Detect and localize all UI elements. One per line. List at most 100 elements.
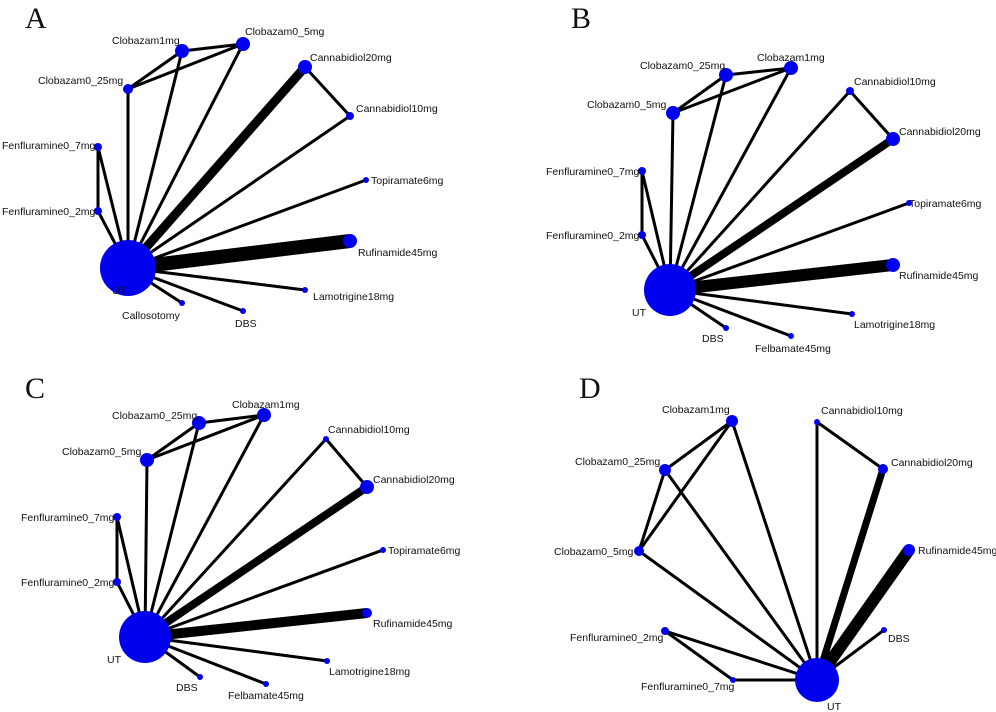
- edge-ut-rufinamide45mg: [812, 546, 914, 684]
- nodes: UTDBSFelbamate45mgLamotrigine18mgRufinam…: [21, 399, 461, 702]
- edge-ut-topiramate6mg: [669, 201, 910, 292]
- node-label-lamotrigine18mg: Lamotrigine18mg: [313, 291, 394, 303]
- node-label-clobazam0-5mg: Clobazam0_5mg: [245, 26, 325, 38]
- edge-clobazam0-25mg-clobazam0-5mg: [637, 469, 667, 552]
- node-fenfluramine0-2mg: [113, 578, 121, 586]
- edge-ut-cannabidiol20mg: [813, 467, 887, 682]
- node-label-cannabidiol20mg: Cannabidiol20mg: [899, 126, 981, 138]
- panel-letter: C: [25, 372, 45, 405]
- edge-ut-clobazam1mg: [143, 414, 266, 638]
- node-label-lamotrigine18mg: Lamotrigine18mg: [329, 666, 410, 678]
- edge-ut-cannabidiol20mg: [142, 483, 370, 641]
- panel-b: BUTDBSFelbamate45mgLamotrigine18mgRufina…: [546, 2, 982, 355]
- edge-ut-topiramate6mg: [127, 178, 367, 270]
- node-fenfluramine0-7mg: [730, 677, 736, 683]
- node-label-ut: UT: [112, 285, 127, 297]
- edge-clobazam0-25mg-clobazam1mg: [127, 49, 183, 91]
- panel-letter: A: [25, 2, 47, 35]
- nodes: UTFenfluramine0_7mgFenfluramine0_2mgClob…: [554, 404, 996, 712]
- edge-cannabidiol10mg-cannabidiol20mg: [816, 420, 884, 471]
- node-clobazam0-5mg: [140, 453, 154, 467]
- edge-fenfluramine0-2mg-fenfluramine0-7mg: [664, 629, 734, 682]
- edge-ut-clobazam0-5mg: [638, 549, 818, 682]
- edge-clobazam0-25mg-clobazam0-5mg: [127, 42, 244, 91]
- edge-clobazam1mg-clobazam0-5mg: [637, 420, 734, 552]
- nodes: UTDBSFelbamate45mgLamotrigine18mgRufinam…: [546, 52, 982, 355]
- node-label-clobazam0-25mg: Clobazam0_25mg: [112, 410, 197, 422]
- edge-clobazam0-25mg-clobazam1mg: [198, 413, 265, 425]
- node-clobazam0-25mg: [123, 84, 133, 94]
- node-label-dbs: DBS: [702, 333, 724, 345]
- node-fenfluramine0-7mg: [638, 167, 646, 175]
- node-label-clobazam0-5mg: Clobazam0_5mg: [554, 546, 634, 558]
- node-label-lamotrigine18mg: Lamotrigine18mg: [854, 319, 935, 331]
- node-label-cannabidiol10mg: Cannabidiol10mg: [328, 424, 410, 436]
- node-cannabidiol10mg: [323, 436, 329, 442]
- node-label-dbs: DBS: [888, 633, 910, 645]
- edge-ut-cannabidiol20mg: [667, 135, 896, 294]
- node-label-clobazam0-5mg: Clobazam0_5mg: [62, 446, 142, 458]
- node-label-cannabidiol10mg: Cannabidiol10mg: [356, 103, 438, 115]
- node-clobazam0-5mg: [236, 37, 250, 51]
- node-fenfluramine0-7mg: [94, 143, 102, 151]
- node-clobazam0-25mg: [192, 416, 206, 430]
- edges: [640, 66, 910, 338]
- node-label-ut: UT: [632, 307, 647, 319]
- node-label-clobazam0-5mg: Clobazam0_5mg: [587, 99, 667, 111]
- node-dbs: [197, 674, 203, 680]
- node-rufinamide45mg: [362, 608, 372, 618]
- node-label-clobazam0-25mg: Clobazam0_25mg: [38, 75, 123, 87]
- node-fenfluramine0-2mg: [638, 231, 646, 239]
- edge-clobazam0-5mg-clobazam1mg: [146, 413, 265, 462]
- node-felbamate45mg: [788, 333, 794, 339]
- edge-ut-cannabidiol10mg: [127, 114, 351, 270]
- panel-letter: D: [579, 372, 601, 405]
- node-label-clobazam1mg: Clobazam1mg: [232, 399, 300, 411]
- node-topiramate6mg: [380, 547, 386, 553]
- node-label-fenfluramine0-7mg: Fenfluramine0_7mg: [21, 512, 115, 524]
- node-fenfluramine0-2mg: [661, 627, 669, 635]
- node-cannabidiol10mg: [346, 112, 354, 120]
- node-label-rufinamide45mg: Rufinamide45mg: [373, 618, 453, 630]
- node-label-clobazam1mg: Clobazam1mg: [112, 35, 180, 47]
- node-label-fenfluramine0-2mg: Fenfluramine0_2mg: [21, 577, 115, 589]
- edge-ut-rufinamide45mg: [144, 608, 368, 642]
- panel-letter: B: [571, 2, 591, 35]
- node-label-clobazam0-25mg: Clobazam0_25mg: [575, 456, 660, 468]
- node-label-felbamate45mg: Felbamate45mg: [755, 343, 831, 355]
- node-ut: [119, 611, 171, 663]
- node-clobazam0-25mg: [719, 68, 733, 82]
- node-rufinamide45mg: [343, 234, 357, 248]
- edge-clobazam0-25mg-clobazam1mg: [725, 66, 792, 77]
- edge-clobazam1mg-clobazam0-5mg: [181, 42, 244, 53]
- edge-ut-clobazam0-25mg: [143, 422, 201, 638]
- node-lamotrigine18mg: [302, 287, 308, 293]
- node-ut: [795, 658, 839, 702]
- edge-ut-cannabidiol20mg: [124, 64, 309, 271]
- node-label-cannabidiol20mg: Cannabidiol20mg: [373, 474, 455, 486]
- edge-clobazam0-5mg-clobazam0-25mg: [672, 73, 727, 115]
- node-label-fenfluramine0-7mg: Fenfluramine0_7mg: [641, 681, 735, 693]
- node-clobazam0-5mg: [666, 106, 680, 120]
- node-clobazam1mg: [784, 61, 798, 75]
- node-clobazam0-25mg: [659, 464, 671, 476]
- node-ut: [100, 240, 156, 296]
- node-fenfluramine0-2mg: [94, 207, 102, 215]
- node-label-clobazam1mg: Clobazam1mg: [662, 404, 730, 416]
- edge-ut-lamotrigine18mg: [144, 635, 328, 663]
- edge-ut-topiramate6mg: [144, 548, 384, 639]
- edge-cannabidiol10mg-cannabidiol20mg: [848, 89, 895, 141]
- panel-c: CUTDBSFelbamate45mgLamotrigine18mgRufina…: [21, 372, 461, 702]
- node-label-callosotomy: Callosotomy: [122, 310, 181, 322]
- edge-ut-fenfluramine0-2mg: [664, 629, 818, 682]
- edge-ut-clobazam0-5mg: [126, 43, 245, 269]
- edge-ut-clobazam0-5mg: [143, 459, 149, 638]
- node-cannabidiol20mg: [886, 132, 900, 146]
- node-felbamate45mg: [263, 681, 269, 687]
- edge-ut-cannabidiol10mg: [668, 89, 852, 292]
- node-label-cannabidiol20mg: Cannabidiol20mg: [891, 457, 973, 469]
- edge-ut-clobazam1mg: [730, 420, 819, 681]
- node-label-ut: UT: [107, 654, 122, 666]
- edge-clobazam1mg-clobazam0-25mg: [664, 419, 733, 472]
